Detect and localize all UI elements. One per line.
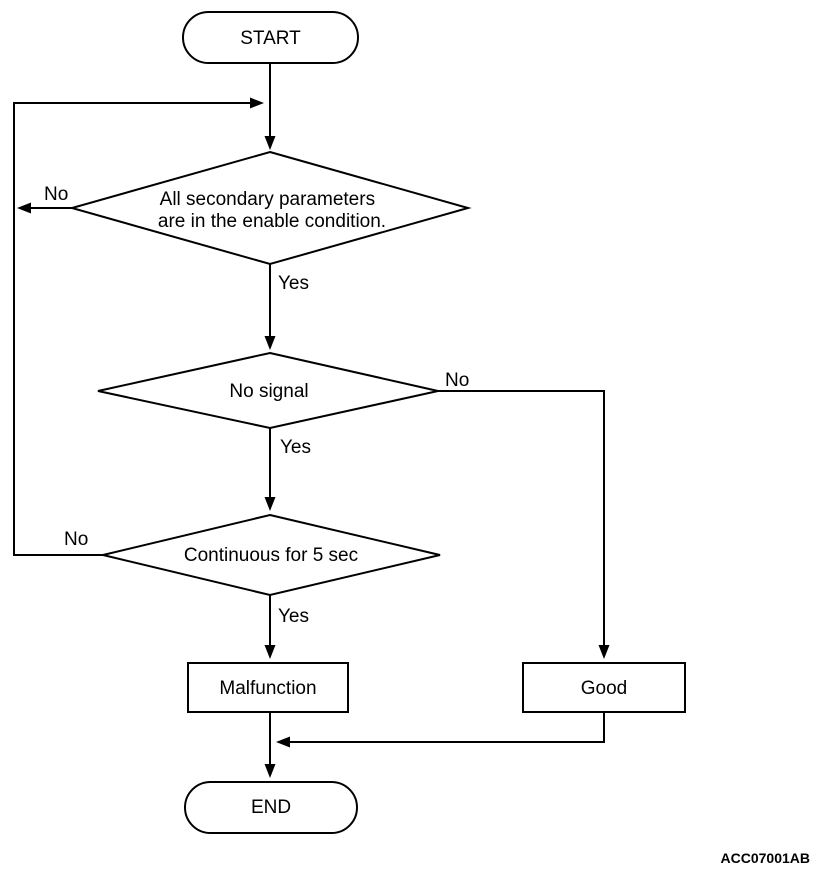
decision2-label: No signal: [229, 381, 308, 402]
malfunction-box: [187, 662, 349, 713]
good-box: [522, 662, 686, 713]
arrowhead-return-into-main-line: [250, 97, 264, 109]
arrowhead-into-decision2: [264, 336, 276, 350]
arrowhead-into-end: [264, 764, 276, 778]
decision3-no-label: No: [64, 529, 88, 550]
malfunction-label: Malfunction: [219, 678, 316, 699]
arrowhead-into-malfunction: [264, 645, 276, 659]
edge-good-to-join: [290, 712, 605, 743]
decision1-label-line2: are in the enable condition.: [158, 211, 386, 232]
figure-code: ACC07001AB: [721, 850, 810, 866]
decision1-no-label: No: [44, 184, 68, 205]
decision3-yes-label: Yes: [278, 606, 309, 627]
decision1-label-line1: All secondary parameters: [160, 189, 375, 210]
end-node-label: END: [251, 797, 291, 818]
arrowhead-good-join: [276, 736, 290, 748]
decision3-label: Continuous for 5 sec: [184, 545, 358, 566]
arrowhead-into-decision1: [264, 136, 276, 150]
decision1-secondary-parameters: [68, 150, 472, 266]
decision1-label: All secondary parameters are in the enab…: [158, 189, 386, 232]
arrowhead-decision1-no-into-rail: [17, 202, 31, 214]
arrowhead-into-good: [598, 645, 610, 659]
decision3-continuous-5sec: [102, 513, 441, 597]
good-label: Good: [581, 678, 627, 699]
end-node: [184, 781, 358, 834]
arrowhead-into-decision3: [264, 497, 276, 511]
decision2-no-signal: [97, 351, 439, 430]
edge-decision2-no: [438, 390, 605, 645]
decision2-no-label: No: [445, 370, 469, 391]
start-node-label: START: [240, 28, 301, 49]
decision2-yes-label: Yes: [280, 437, 311, 458]
decision1-yes-label: Yes: [278, 273, 309, 294]
start-node: [182, 11, 359, 64]
edge-decision3-no-return-rail: [13, 102, 251, 556]
